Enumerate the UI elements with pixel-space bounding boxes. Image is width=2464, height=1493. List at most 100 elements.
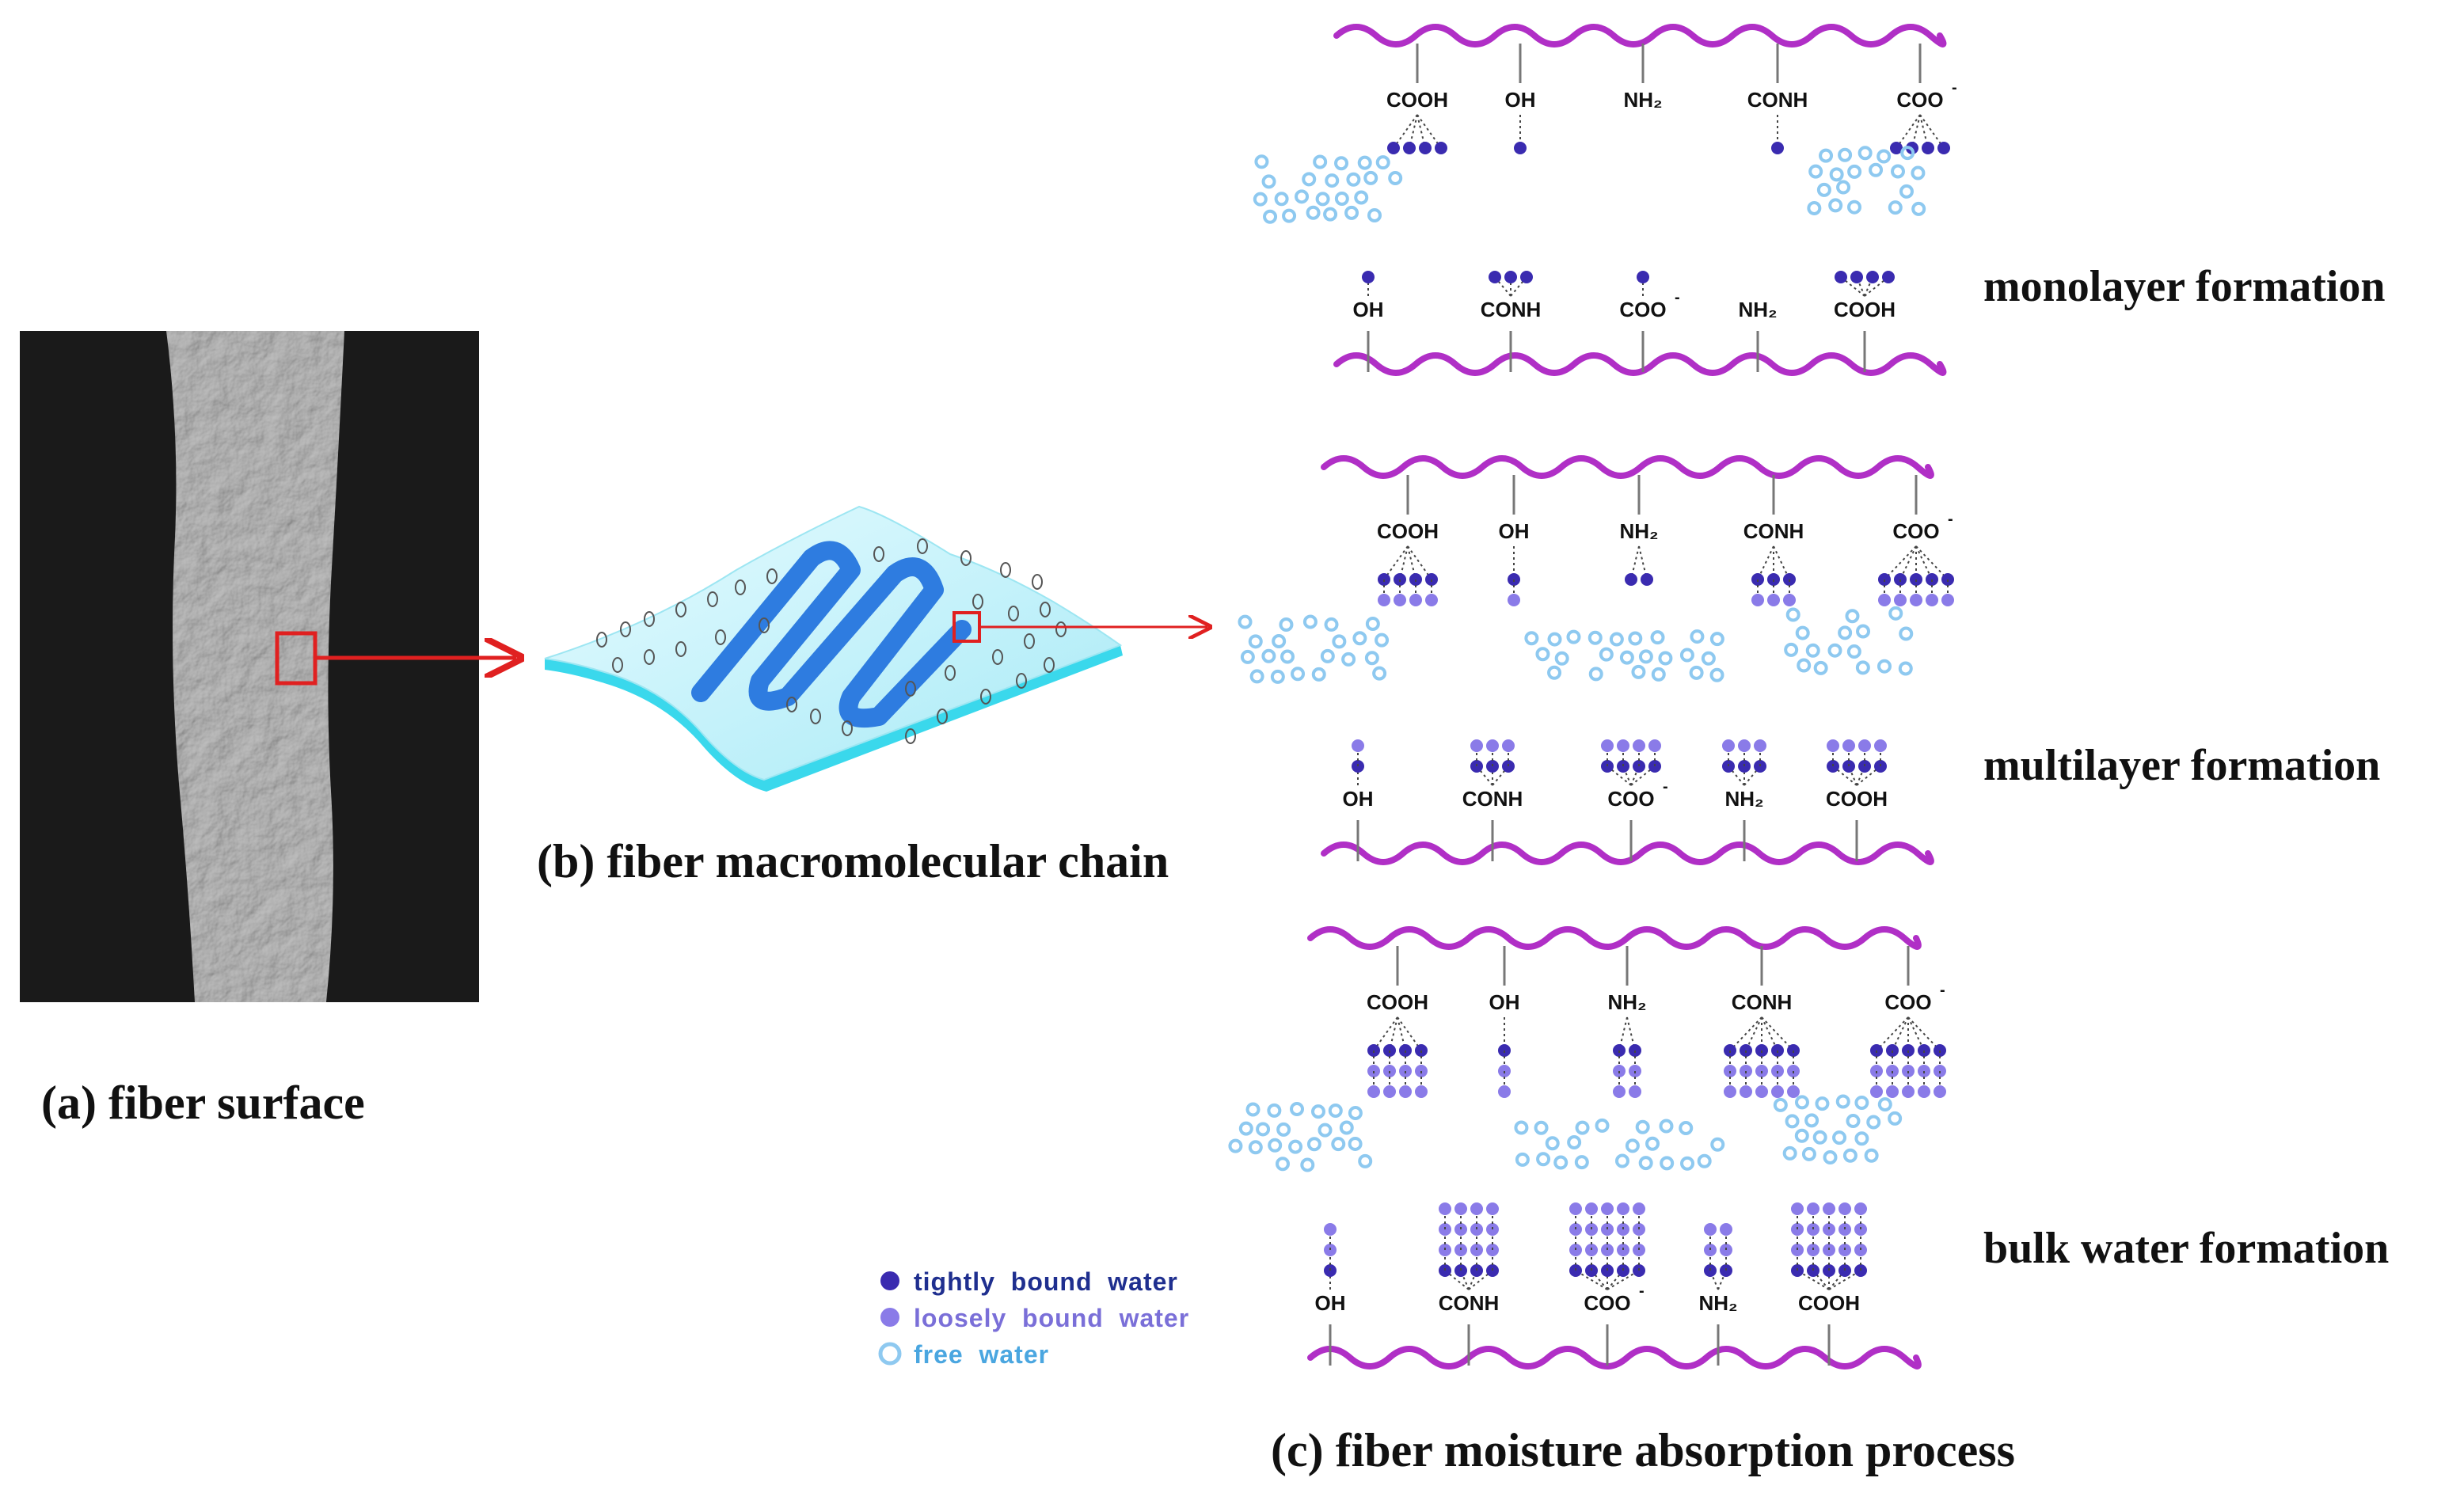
group-label: CONH (1732, 990, 1793, 1014)
group-charge: - (1948, 511, 1953, 528)
free-water-molecule (1344, 205, 1359, 220)
functional-group-bottom: COO- (1569, 1202, 1645, 1366)
free-water-molecule (1514, 1120, 1529, 1135)
free-water-molecule (1524, 631, 1539, 646)
loose-water-molecule (1613, 1085, 1626, 1098)
pore (980, 689, 991, 705)
free-water-molecule (1280, 649, 1295, 664)
free-water-molecule (1575, 1120, 1590, 1135)
free-water-molecule (1869, 162, 1884, 177)
h-bond (1607, 1270, 1640, 1290)
serpentine-chain (691, 541, 972, 728)
group-label: OH (1489, 990, 1520, 1014)
group-label: OH (1505, 88, 1536, 112)
loose-water-molecule (1470, 739, 1483, 752)
group-charge: - (1663, 778, 1668, 796)
free-water-molecule (1588, 667, 1603, 682)
free-water-molecule (1554, 651, 1569, 666)
free-water-molecule (1334, 191, 1349, 206)
free-water-molecule (1804, 1113, 1819, 1128)
pore (707, 591, 718, 607)
group-label: COO (1619, 298, 1666, 321)
group-label: COOH (1834, 298, 1896, 321)
free-water-molecule (1828, 198, 1843, 213)
loose-water-molecule (1629, 1085, 1641, 1098)
loose-water-molecule (1858, 739, 1871, 752)
free-water-molecule (1898, 661, 1913, 676)
group-label: COOH (1826, 787, 1888, 811)
free-water-molecule (1888, 1111, 1903, 1126)
legend-item-tight: tightly bound water (880, 1267, 1177, 1296)
free-water-molecule (1228, 1138, 1243, 1153)
free-water-molecule (1614, 1153, 1629, 1168)
h-bond (1915, 545, 1933, 580)
loose-water-molecule (1633, 1202, 1645, 1215)
free-water-molecule (1689, 665, 1704, 680)
pore (992, 649, 1003, 665)
free-water-molecule (1352, 631, 1367, 646)
tight-water-molecule (1771, 142, 1784, 154)
pore (675, 602, 686, 617)
pore (1044, 657, 1055, 673)
pore (972, 594, 983, 610)
tight-water-molecule (1489, 271, 1501, 283)
free-water-molecule (1679, 648, 1694, 663)
group-label: NH₂ (1619, 519, 1658, 543)
pore (1032, 574, 1043, 590)
loose-water-molecule (1378, 594, 1390, 606)
group-label: COO (1884, 990, 1931, 1014)
free-water-molecule (1845, 609, 1860, 624)
loose-water-molecule (1454, 1202, 1467, 1215)
legend-item-free: free water (878, 1340, 1049, 1369)
free-water-molecule (1846, 644, 1861, 659)
group-label: COO (1896, 88, 1943, 112)
free-water-molecule (1282, 208, 1297, 223)
group-label: COOH (1386, 88, 1448, 112)
free-water-molecule (1701, 651, 1716, 666)
free-water-molecule (1710, 1137, 1725, 1152)
stage-label: multilayer formation (1983, 741, 2380, 790)
free-water-swatch (878, 1342, 902, 1366)
free-water-molecule (1328, 1103, 1343, 1118)
free-water-molecule (1388, 171, 1403, 186)
h-bond (1884, 545, 1917, 580)
free-water-molecule (1375, 155, 1390, 170)
pore (612, 657, 623, 673)
free-water-molecule (1599, 647, 1614, 662)
free-water-molecule (1877, 149, 1892, 164)
free-water-molecule (1709, 667, 1724, 682)
free-water-molecule (1813, 660, 1828, 675)
functional-group-top: COO- (1878, 475, 1954, 606)
free-water-molecule (1838, 625, 1853, 640)
tight-water-molecule (1419, 142, 1432, 154)
loose-water-molecule (1470, 1202, 1483, 1215)
pore (945, 665, 956, 681)
loose-water-molecule (1367, 1085, 1380, 1098)
h-bond (1919, 114, 1945, 149)
loose-water-molecule (1415, 1085, 1428, 1098)
bottom-chain (1333, 352, 1947, 376)
loose-water-molecule (1934, 1085, 1946, 1098)
loose-water-molecule (1720, 1223, 1732, 1236)
tight-water-molecule (1641, 573, 1653, 586)
free-water-molecule (1680, 1156, 1695, 1171)
h-bond (1907, 1016, 1941, 1051)
free-water-molecule (1367, 207, 1382, 222)
free-water-molecule (1808, 164, 1823, 179)
group-label: NH₂ (1607, 990, 1646, 1014)
free-water-molecule (1276, 1157, 1291, 1172)
h-bond (1492, 765, 1509, 786)
loose-water-molecule (1508, 594, 1520, 606)
free-water-molecule (1348, 1136, 1363, 1151)
free-water-molecule (1363, 170, 1378, 185)
legend-label-free: free water (914, 1340, 1049, 1369)
pore (937, 709, 948, 724)
free-water-molecule (1248, 1140, 1263, 1155)
macromolecular-chain-panel: (b) fiber macromolecular chain (537, 505, 1207, 887)
h-bond (1907, 1016, 1925, 1051)
free-water-molecule (1638, 1156, 1653, 1171)
free-water-molecule (1567, 1134, 1582, 1149)
sheet-edge (545, 645, 1123, 792)
